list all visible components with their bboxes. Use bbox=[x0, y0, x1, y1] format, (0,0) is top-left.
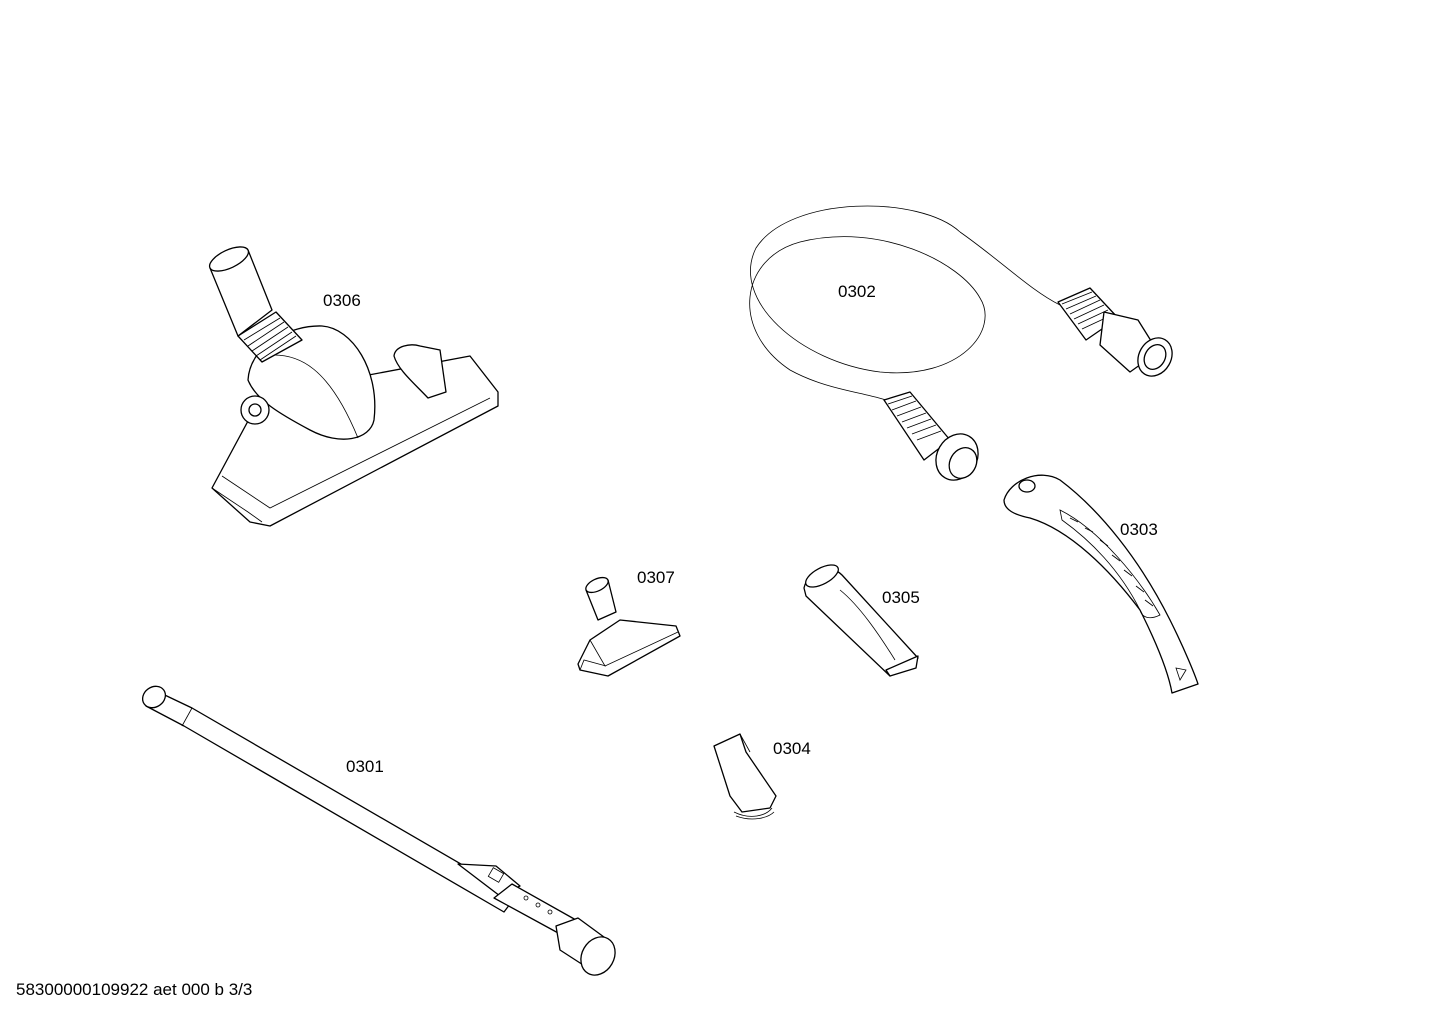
drawing-id: 58300000109922 aet 000 b 3/3 bbox=[16, 980, 253, 999]
crevice-tool-0305 bbox=[803, 564, 919, 677]
part-label-0302: 0302 bbox=[838, 282, 876, 301]
small-nozzle-0304 bbox=[713, 733, 777, 820]
part-label-0307: 0307 bbox=[637, 568, 675, 587]
upholstery-tool-0307 bbox=[577, 576, 681, 677]
floor-nozzle-0306 bbox=[208, 246, 499, 527]
hose-0302 bbox=[749, 205, 1173, 481]
handle-0303 bbox=[1003, 474, 1199, 694]
part-label-0305: 0305 bbox=[882, 588, 920, 607]
part-label-0306: 0306 bbox=[323, 291, 361, 310]
part-label-0303: 0303 bbox=[1120, 520, 1158, 539]
telescopic-tube-0301 bbox=[141, 685, 616, 976]
part-label-0304: 0304 bbox=[773, 739, 811, 758]
part-label-0301: 0301 bbox=[346, 757, 384, 776]
